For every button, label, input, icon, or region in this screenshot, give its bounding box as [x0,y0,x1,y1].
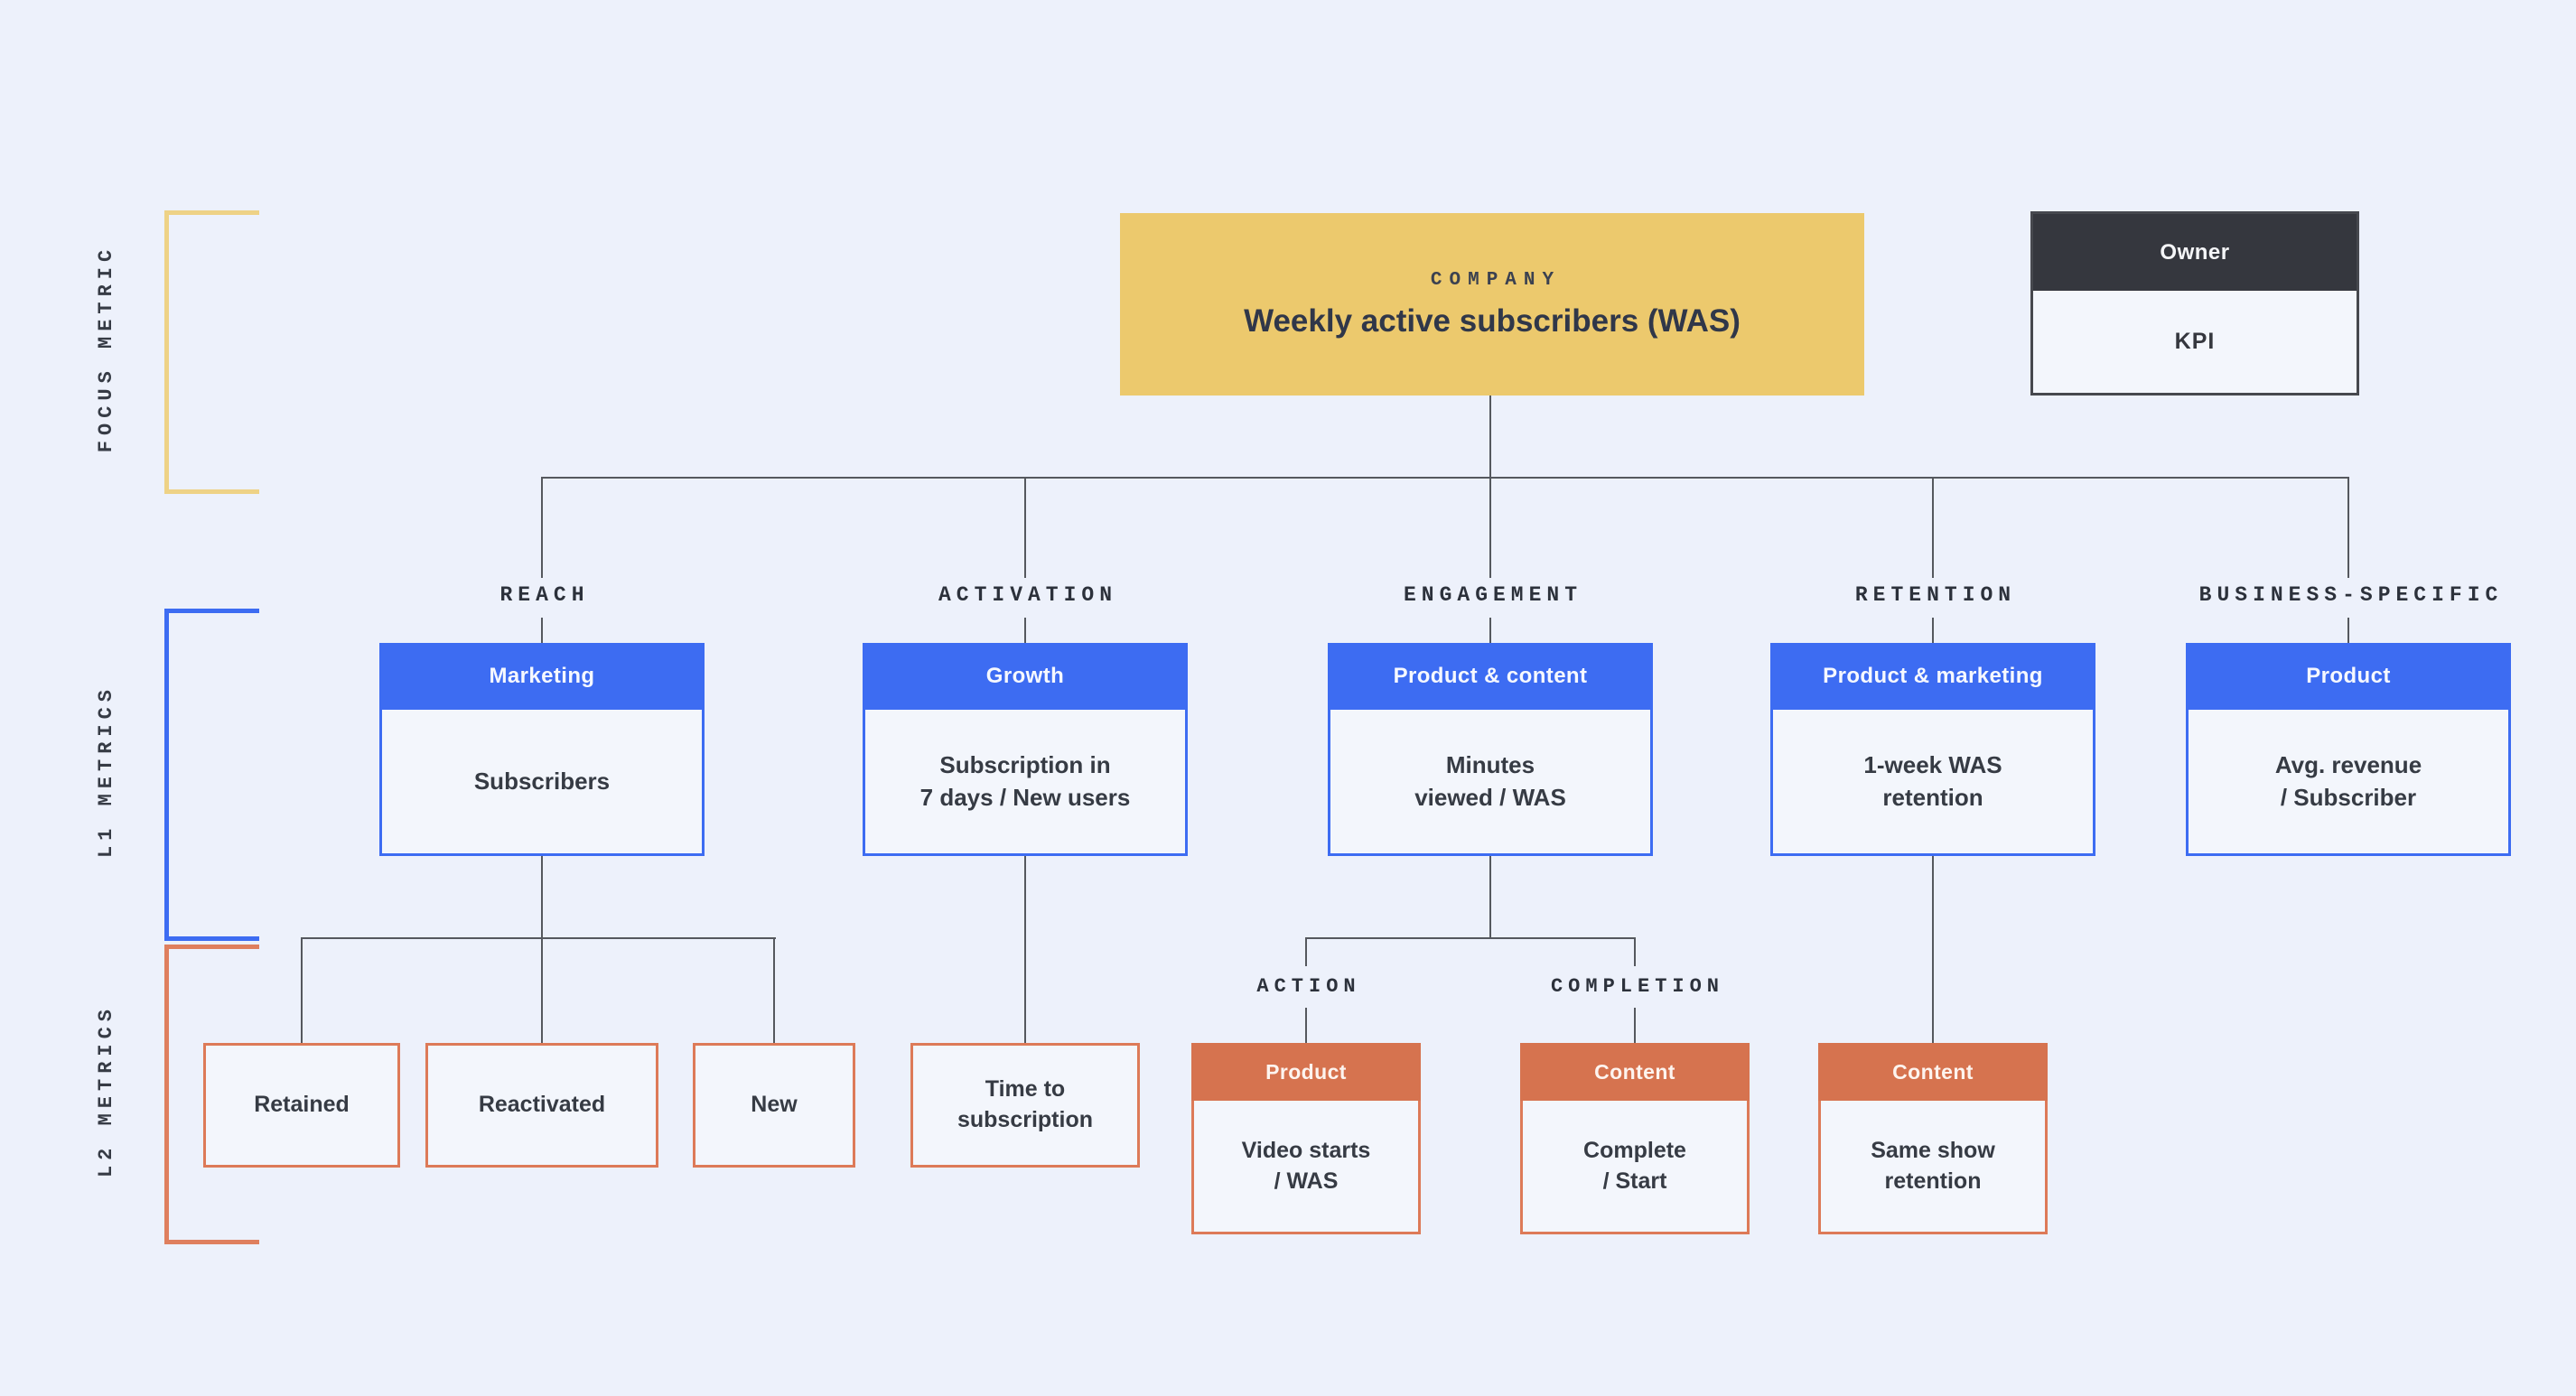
column-label-activation: ACTIVATION [938,583,1118,607]
connector-line [301,939,303,1043]
l1-card-owner: Marketing [379,643,705,710]
legend-card: Owner KPI [2030,211,2359,396]
l2-card-action: Product Video starts / WAS [1191,1043,1421,1234]
connector-line [2347,479,2349,578]
legend-owner-label: Owner [2033,214,2357,291]
l1-metrics-bracket [164,609,259,941]
l1-card-retention: Product & marketing 1-week WAS retention [1770,643,2095,856]
l2-box-new: New [693,1043,855,1168]
sub-label-action: ACTION [1256,975,1361,998]
connector-line [1932,856,1934,1043]
connector-line [1024,856,1026,1043]
legend-kpi-label: KPI [2174,329,2216,354]
l2-card-owner: Product [1191,1043,1421,1101]
l2-metrics-section-label: L2 METRICS [95,1003,117,1178]
company-metric-title: Weekly active subscribers (WAS) [1244,302,1741,339]
connector-line [541,479,543,578]
connector-line [1489,856,1491,937]
connector-line [1024,618,1026,643]
connector-line [1932,618,1934,643]
l2-box-reactivated: Reactivated [425,1043,658,1168]
connector-line [541,618,543,643]
l2-card-same-show-retention: Content Same show retention [1818,1043,2048,1234]
l2-card-owner: Content [1520,1043,1750,1101]
connector-line [1489,396,1491,477]
connector-line [1305,1008,1307,1043]
column-label-engagement: ENGAGEMENT [1403,583,1583,607]
l1-card-reach: Marketing Subscribers [379,643,705,856]
connector-line [1024,479,1026,578]
l1-card-kpi: Subscription in 7 days / New users [863,710,1188,856]
connector-line [1305,937,1636,939]
l1-card-business-specific: Product Avg. revenue / Subscriber [2186,643,2511,856]
connector-line [541,477,2349,479]
connector-line [773,939,775,1043]
l1-card-owner: Product & content [1328,643,1653,710]
connector-line [1489,618,1491,643]
l1-card-kpi: Avg. revenue / Subscriber [2186,710,2511,856]
l1-card-kpi: 1-week WAS retention [1770,710,2095,856]
company-focus-metric-card: COMPANY Weekly active subscribers (WAS) [1120,213,1864,396]
l2-card-completion: Content Complete / Start [1520,1043,1750,1234]
connector-line [1932,479,1934,578]
column-label-business-specific: BUSINESS-SPECIFIC [2198,583,2504,607]
l2-card-owner: Content [1818,1043,2048,1101]
l1-card-owner: Product [2186,643,2511,710]
company-kicker-label: COMPANY [1430,269,1562,291]
l1-card-owner: Growth [863,643,1188,710]
l2-box-retained: Retained [203,1043,400,1168]
connector-line [1634,1008,1636,1043]
column-label-reach: REACH [499,583,590,607]
l1-card-kpi: Subscribers [379,710,705,856]
l2-card-kpi: Video starts / WAS [1191,1101,1421,1234]
l1-card-engagement: Product & content Minutes viewed / WAS [1328,643,1653,856]
l1-card-activation: Growth Subscription in 7 days / New user… [863,643,1188,856]
l1-card-owner: Product & marketing [1770,643,2095,710]
connector-line [301,937,776,939]
l1-card-kpi: Minutes viewed / WAS [1328,710,1653,856]
connector-line [541,939,543,1043]
connector-line [541,856,543,937]
connector-line [1634,939,1636,966]
connector-line [1489,479,1491,578]
l2-metrics-bracket [164,945,259,1244]
focus-metric-bracket [164,210,259,494]
column-label-retention: RETENTION [1854,583,2017,607]
connector-line [1305,939,1307,966]
l2-card-kpi: Complete / Start [1520,1101,1750,1234]
l2-box-time-to-subscription: Time to subscription [910,1043,1140,1168]
l2-card-kpi: Same show retention [1818,1101,2048,1234]
connector-line [2347,618,2349,643]
sub-label-completion: COMPLETION [1550,975,1725,998]
